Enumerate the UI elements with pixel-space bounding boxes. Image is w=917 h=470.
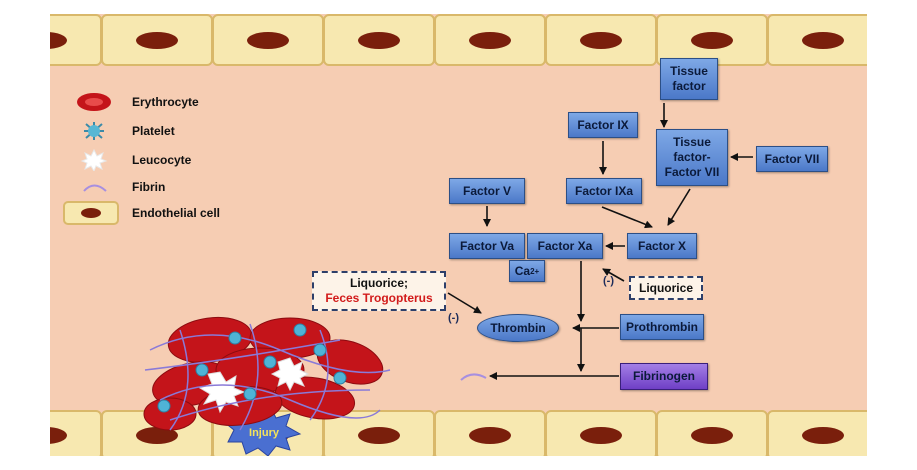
legend-endothelial-label: Endothelial cell — [132, 206, 221, 220]
factor-ixa-box: Factor IXa — [566, 178, 642, 204]
legend-endothelial: Endothelial cell — [62, 201, 220, 225]
legend-platelet-label: Platelet — [132, 124, 175, 138]
blood-clot: Injury — [143, 316, 391, 456]
calcium-charge: 2+ — [530, 266, 540, 276]
factor-xa-box: Factor Xa — [527, 233, 603, 259]
legend-platelet: Platelet — [62, 120, 175, 142]
endothelial-cell — [656, 14, 768, 66]
endothelial-cell — [323, 410, 435, 456]
legend-erythrocyte: Erythrocyte — [62, 91, 199, 113]
injury-label: Injury — [249, 427, 280, 439]
inhibit-arrow-liquorice-left — [447, 292, 482, 314]
fibrinogen-box: Fibrinogen — [620, 363, 708, 390]
calcium-label: Ca — [514, 263, 531, 278]
fibrin-product-icon — [460, 373, 487, 381]
endothelial-cell — [545, 410, 657, 456]
factor-ix-box: Factor IX — [568, 112, 638, 138]
liquorice-label-left: Liquorice; — [349, 276, 408, 290]
vessel-diagram: Erythrocyte Platelet Leucocyte Fibrin En… — [50, 14, 867, 456]
arrow-fixa-to-fx — [601, 206, 653, 229]
endothelial-cell-icon — [63, 201, 119, 225]
endothelial-cell — [434, 14, 546, 66]
endothelial-cell — [323, 14, 435, 66]
prothrombin-box: Prothrombin — [620, 314, 704, 340]
endothelial-cell — [50, 14, 102, 66]
arrow-tfvii-to-fx — [667, 188, 691, 226]
endothelial-cell — [767, 410, 867, 456]
inhibition-sign-left: (-) — [448, 312, 459, 324]
endothelial-cell — [101, 14, 213, 66]
endothelial-cell — [656, 410, 768, 456]
erythrocyte-icon — [77, 93, 111, 111]
legend-leucocyte: Leucocyte — [62, 149, 191, 171]
legend-fibrin: Fibrin — [62, 176, 165, 198]
endothelial-cell — [212, 14, 324, 66]
legend-fibrin-label: Fibrin — [132, 180, 166, 194]
tissue-factor-box: Tissue factor — [660, 58, 718, 100]
thrombin-ellipse: Thrombin — [477, 314, 559, 342]
platelet-icon — [84, 122, 104, 140]
legend-erythrocyte-label: Erythrocyte — [132, 95, 199, 109]
feces-trogopterus-label: Feces Trogopterus — [325, 291, 433, 305]
factor-x-box: Factor X — [627, 233, 697, 259]
endothelial-cell — [434, 410, 546, 456]
legend-leucocyte-label: Leucocyte — [132, 153, 192, 167]
endothelial-cell — [50, 410, 102, 456]
top-endothelium — [50, 14, 867, 66]
leucocyte-icon — [80, 149, 108, 171]
liquorice-feces-inhibitor: Liquorice; Feces Trogopterus — [312, 271, 446, 311]
factor-vii-box: Factor VII — [756, 146, 828, 172]
inhibit-arrow-liquorice-right — [602, 268, 625, 282]
factor-va-box: Factor Va — [449, 233, 525, 259]
pathway-arrows — [447, 103, 753, 381]
liquorice-inhibitor-right: Liquorice — [629, 276, 703, 300]
inhibition-sign-right: (-) — [603, 275, 614, 287]
endothelial-cell — [545, 14, 657, 66]
fibrin-icon — [83, 184, 107, 192]
factor-v-box: Factor V — [449, 178, 525, 204]
endothelial-cell — [767, 14, 867, 66]
tissue-factor-vii-box: Tissue factor- Factor VII — [656, 129, 728, 186]
